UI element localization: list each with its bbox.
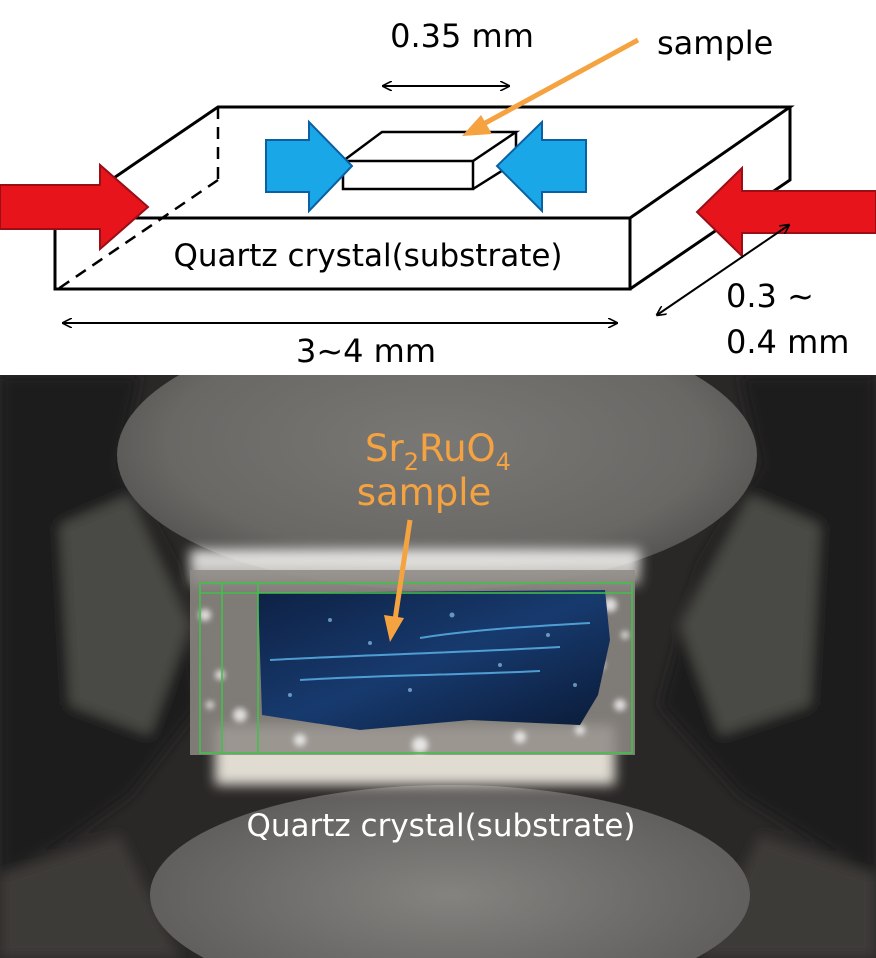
measurement-frame	[199, 582, 633, 754]
thickness-label-line2: 0.4 mm	[726, 323, 849, 361]
sample-word-label: sample	[357, 471, 492, 514]
sample-crystal	[258, 590, 610, 730]
width-label: 0.35 mm	[390, 17, 534, 55]
side-jaws	[0, 375, 876, 958]
compression-arrow-left	[265, 119, 354, 214]
setup-diagram: 0.35 mm sample Quartz crystal(substrate)…	[0, 17, 876, 370]
formula-subscript-o: 4	[496, 448, 511, 476]
formula-element-sr: Sr	[365, 427, 404, 470]
microscope-photo: Sr2RuO4 sample Quartz crystal(substrate)	[0, 375, 876, 958]
sample-block	[341, 130, 521, 191]
substrate-hidden-edges	[57, 107, 220, 291]
upper-jaw	[117, 375, 757, 590]
sample-pointer-arrow	[462, 37, 640, 136]
thickness-dimension-arrow	[657, 225, 789, 315]
formula-subscript-sr: 2	[404, 448, 419, 476]
lower-jaw	[150, 785, 750, 958]
sample-label: sample	[657, 24, 773, 62]
photo-substrate-label: Quartz crystal(substrate)	[246, 808, 635, 844]
substrate-label: Quartz crystal(substrate)	[173, 238, 562, 274]
photo-sample-pointer-arrow	[384, 519, 413, 642]
formula-element-ruo: RuO	[419, 427, 496, 470]
strain-arrow-left	[0, 162, 150, 252]
length-label: 3~4 mm	[296, 332, 436, 370]
sample-formula-label: Sr2RuO4	[365, 427, 511, 476]
compression-arrow-right	[495, 119, 587, 214]
thickness-label-line1: 0.3 ~	[726, 277, 814, 315]
